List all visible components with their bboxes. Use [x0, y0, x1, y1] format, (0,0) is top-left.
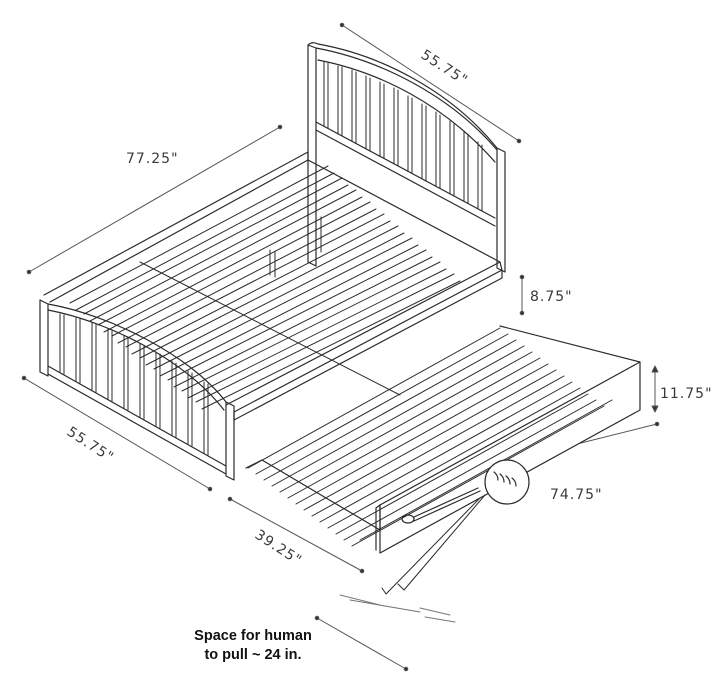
dim-label-trundle-length: 74.75" — [550, 487, 603, 503]
note-line-1: Space for human — [194, 628, 312, 644]
trundle — [246, 326, 640, 553]
footboard — [40, 300, 234, 480]
note-line-2: to pull ~ 24 in. — [204, 647, 302, 663]
dim-label-rail-height: 8.75" — [530, 289, 573, 305]
dim-label-bed-length: 77.25" — [126, 151, 179, 167]
dim-label-trundle-height: 11.75" — [660, 386, 713, 402]
bed-frame — [44, 152, 502, 420]
dimension-lines — [22, 23, 659, 671]
pull-space-note: Space for human to pull ~ 24 in. — [168, 627, 338, 665]
headboard — [308, 43, 505, 272]
pull-figure — [340, 495, 485, 622]
